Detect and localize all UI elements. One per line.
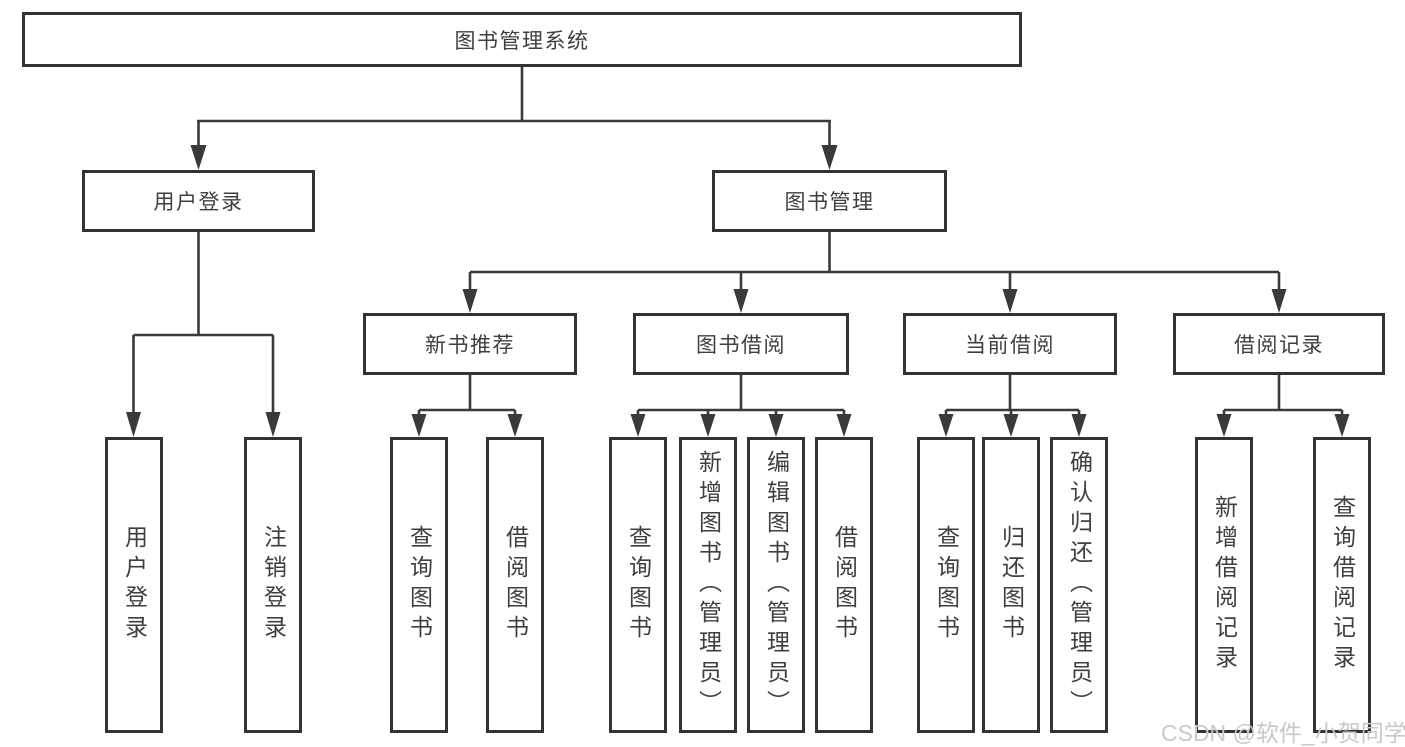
node-label: 查询图书 xyxy=(625,525,652,645)
node-label: 注销登录 xyxy=(260,525,287,645)
node-label: 图书管理 xyxy=(784,191,875,214)
csdn-watermark: CSDN @软件_小贺同学 xyxy=(1161,720,1405,746)
node-label: 确认归还（管理员） xyxy=(1066,450,1093,720)
node-current-borrow: 当前借阅 xyxy=(903,313,1117,375)
leaf-query-book-3: 查询图书 xyxy=(917,437,975,733)
connector-borrow-record-group xyxy=(1216,374,1350,437)
node-book-borrow: 图书借阅 xyxy=(633,313,849,375)
node-label: 编辑图书（管理员） xyxy=(763,450,790,720)
leaf-borrow-book-2: 借阅图书 xyxy=(815,437,873,733)
node-label: 借阅图书 xyxy=(831,525,858,645)
node-label: 图书管理系统 xyxy=(454,29,590,53)
node-label: 新书推荐 xyxy=(425,334,515,357)
leaf-query-borrow-record: 查询借阅记录 xyxy=(1313,437,1371,733)
connector-book-borrow-group xyxy=(630,374,852,437)
node-label: 新增图书（管理员） xyxy=(695,450,722,720)
node-label: 新增借阅记录 xyxy=(1211,495,1238,675)
connector-current-borrow-group xyxy=(938,374,1087,437)
leaf-borrow-book-1: 借阅图书 xyxy=(486,437,544,733)
node-label: 查询借阅记录 xyxy=(1329,495,1356,675)
node-new-book-recommend: 新书推荐 xyxy=(363,313,577,375)
connector-user-login-group xyxy=(126,231,281,437)
node-label: 借阅记录 xyxy=(1234,334,1324,357)
node-label: 查询图书 xyxy=(933,525,960,645)
connector-root-to-level2 xyxy=(190,66,838,170)
connector-new-book-group xyxy=(411,374,523,437)
node-borrow-record: 借阅记录 xyxy=(1173,313,1385,375)
leaf-query-book-2: 查询图书 xyxy=(609,437,667,733)
node-label: 借阅图书 xyxy=(502,525,529,645)
connector-book-management-group xyxy=(462,231,1287,313)
leaf-add-book-admin: 新增图书（管理员） xyxy=(679,437,737,733)
leaf-user-login: 用户登录 xyxy=(105,437,163,733)
leaf-edit-book-admin: 编辑图书（管理员） xyxy=(747,437,805,733)
leaf-return-book: 归还图书 xyxy=(982,437,1040,733)
node-label: 当前借阅 xyxy=(965,334,1055,357)
leaf-add-borrow-record: 新增借阅记录 xyxy=(1195,437,1253,733)
node-label: 归还图书 xyxy=(998,525,1025,645)
node-user-login-module: 用户登录 xyxy=(82,170,315,232)
node-label: 图书借阅 xyxy=(696,334,786,357)
leaf-confirm-return-admin: 确认归还（管理员） xyxy=(1050,437,1108,733)
node-label: 用户登录 xyxy=(121,525,148,645)
node-root-library-system: 图书管理系统 xyxy=(22,12,1022,67)
node-label: 用户登录 xyxy=(153,191,244,214)
leaf-logout: 注销登录 xyxy=(244,437,302,733)
leaf-query-book-1: 查询图书 xyxy=(390,437,448,733)
node-book-management-module: 图书管理 xyxy=(712,170,947,232)
node-label: 查询图书 xyxy=(406,525,433,645)
